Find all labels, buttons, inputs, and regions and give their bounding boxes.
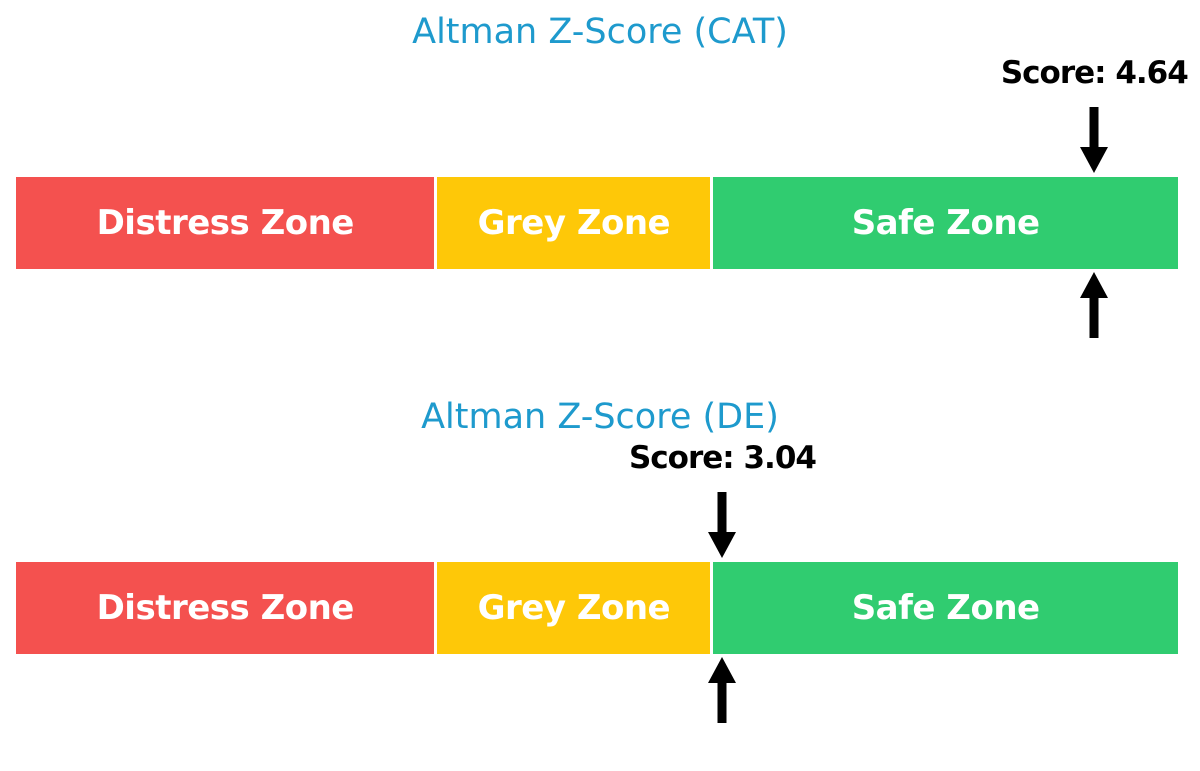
score-pointer-up-arrow-icon — [1079, 272, 1109, 338]
zone-segment-safe: Safe Zone — [713, 562, 1178, 654]
score-label: Score: 4.64 — [1000, 55, 1189, 91]
score-label: Score: 3.04 — [628, 440, 817, 476]
zscore-chart-de: Altman Z-Score (DE) Score: 3.04 Distress… — [0, 385, 1200, 770]
zscore-chart-cat: Altman Z-Score (CAT) Score: 4.64 Distres… — [0, 0, 1200, 385]
score-pointer-up-arrow-icon — [707, 657, 737, 723]
score-pointer-down-arrow-icon — [707, 492, 737, 558]
zone-label-distress: Distress Zone — [96, 203, 355, 243]
zone-bar: Distress Zone Grey Zone Safe Zone — [16, 177, 1178, 269]
zone-label-safe: Safe Zone — [851, 203, 1040, 243]
zone-label-grey: Grey Zone — [477, 588, 671, 628]
zone-segment-grey: Grey Zone — [437, 177, 711, 269]
zone-segment-grey: Grey Zone — [437, 562, 711, 654]
zone-bar: Distress Zone Grey Zone Safe Zone — [16, 562, 1178, 654]
zone-segment-safe: Safe Zone — [713, 177, 1178, 269]
chart-title: Altman Z-Score (DE) — [421, 397, 779, 437]
chart-title: Altman Z-Score (CAT) — [412, 12, 788, 52]
zone-segment-distress: Distress Zone — [16, 177, 435, 269]
zone-segment-distress: Distress Zone — [16, 562, 435, 654]
zone-label-grey: Grey Zone — [477, 203, 671, 243]
zone-label-safe: Safe Zone — [851, 588, 1040, 628]
score-pointer-down-arrow-icon — [1079, 107, 1109, 173]
zone-label-distress: Distress Zone — [96, 588, 355, 628]
